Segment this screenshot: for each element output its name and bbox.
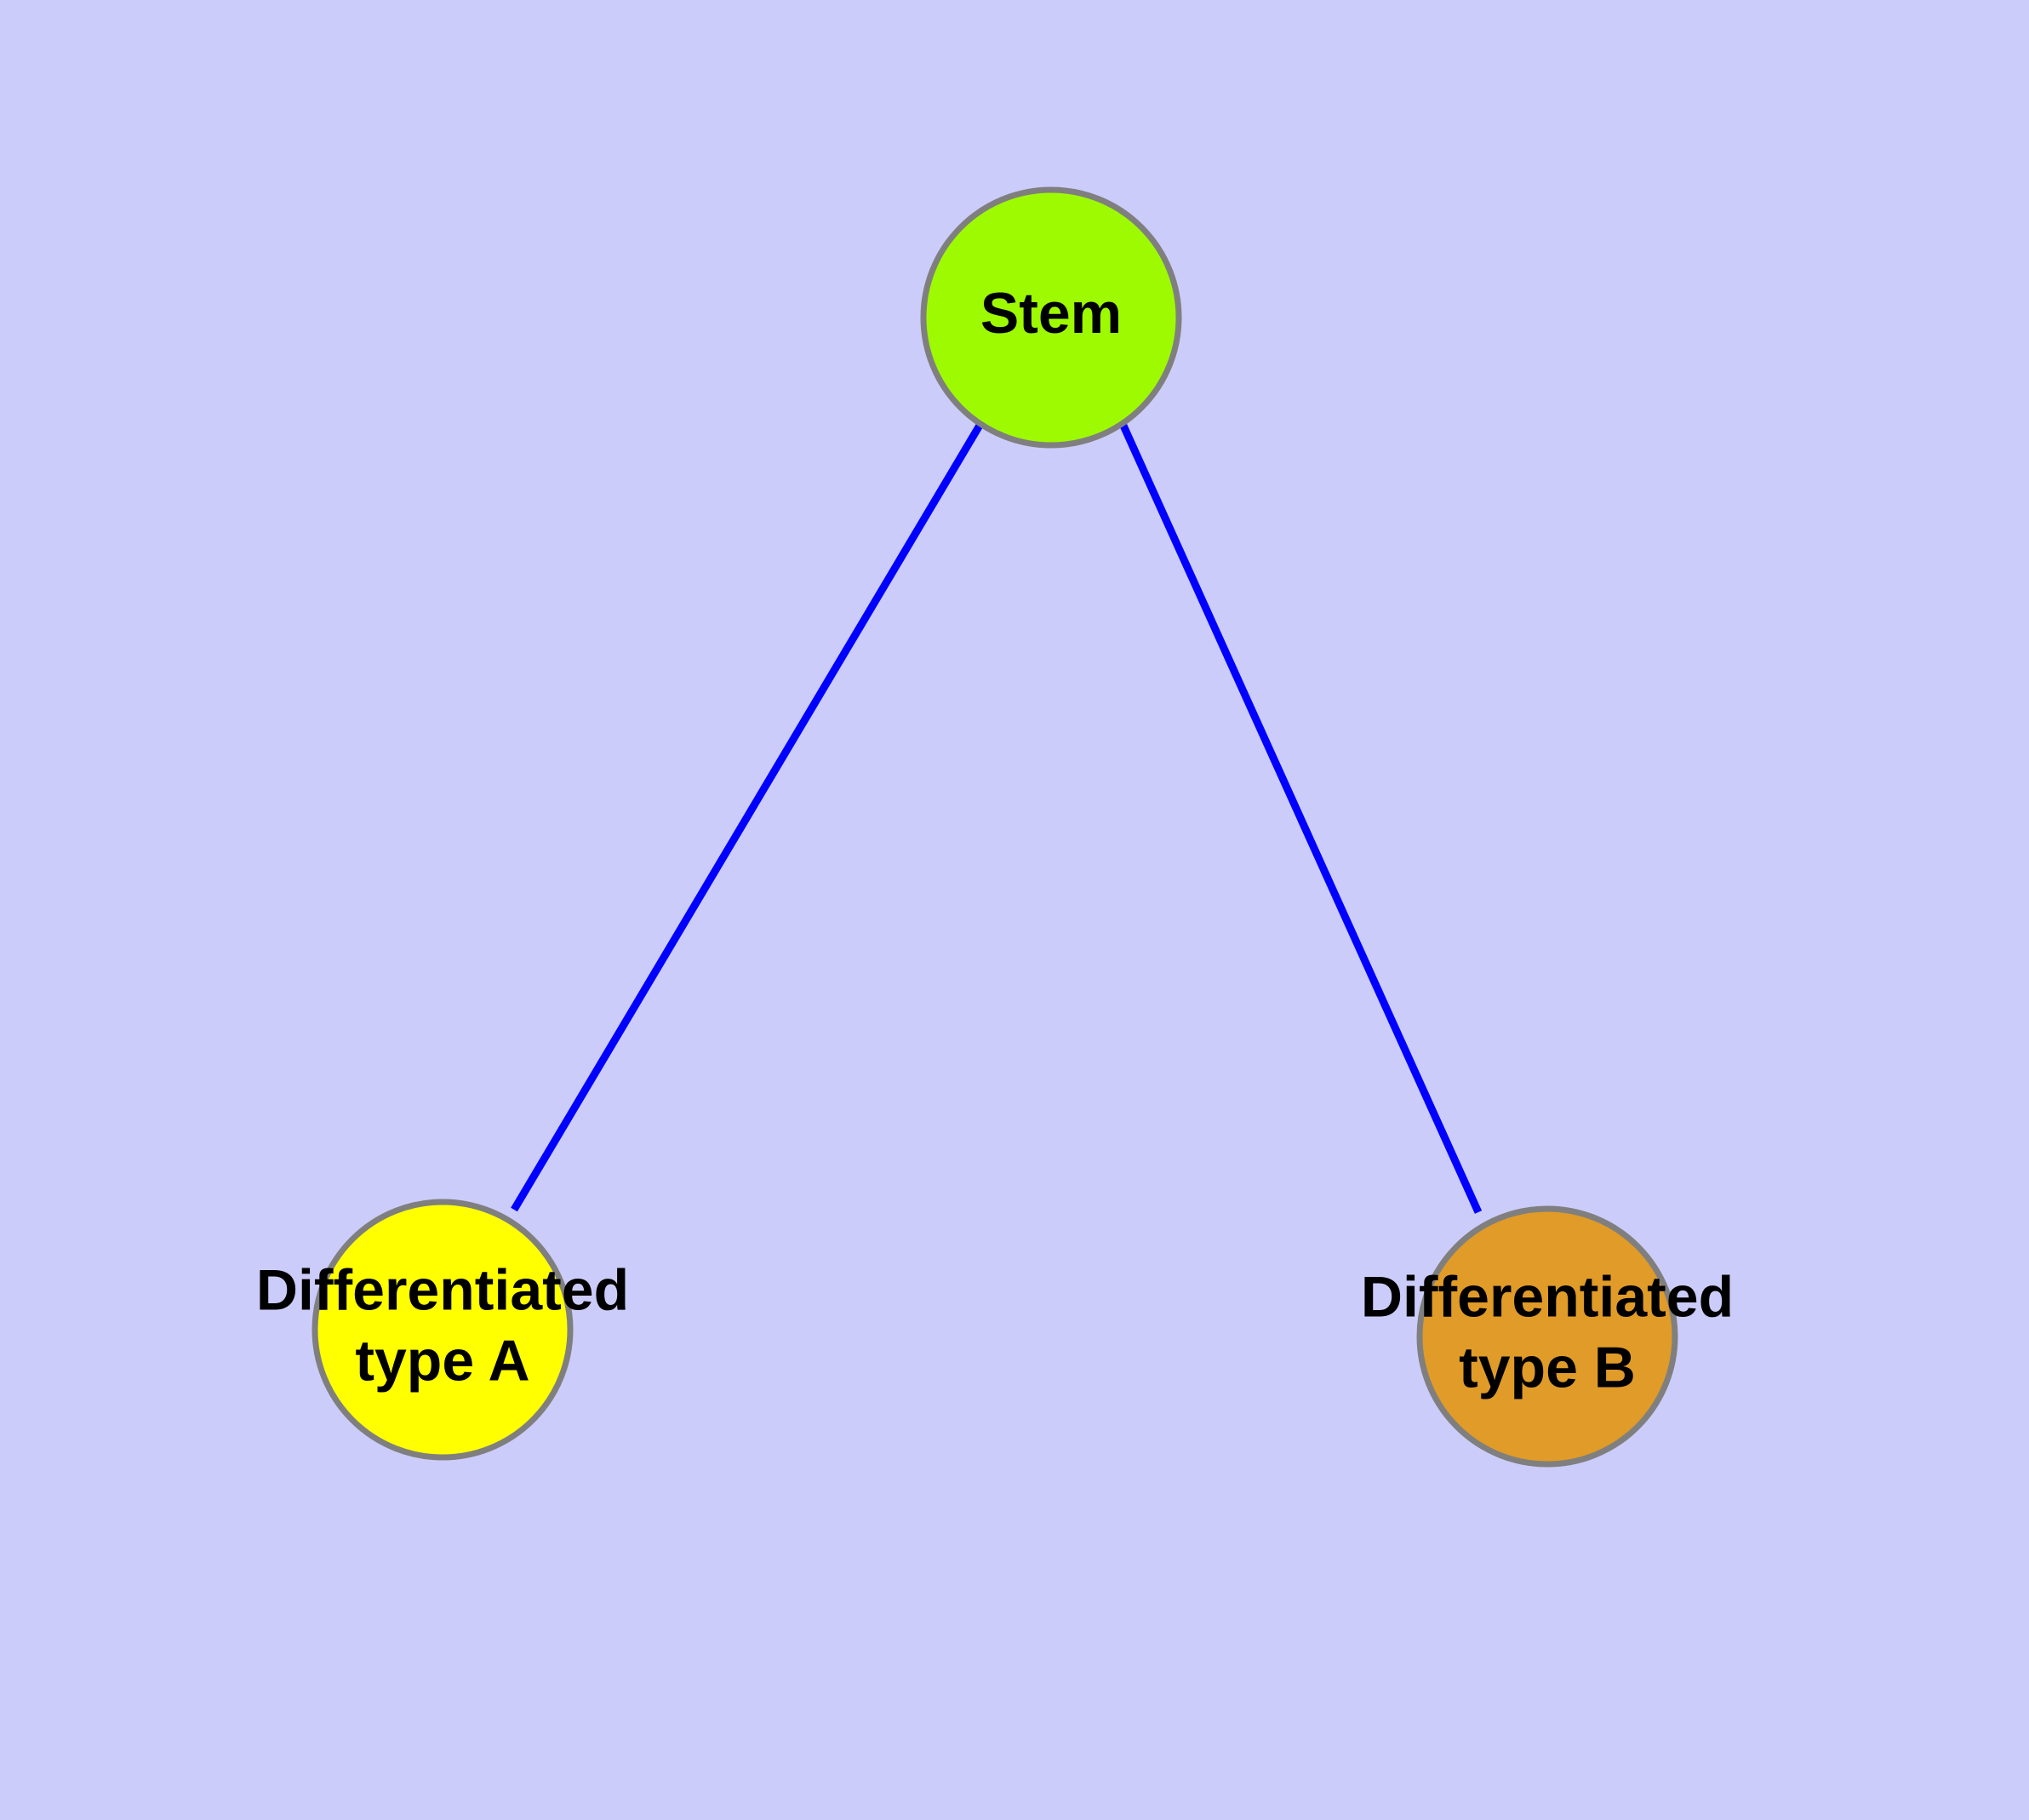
- node-label-line: Differentiated: [1361, 1264, 1734, 1329]
- node-label-line: Stem: [980, 281, 1122, 346]
- node-diff_b[interactable]: [1416, 1205, 1678, 1468]
- node-label-line: Differentiated: [256, 1257, 629, 1322]
- edge-stem-b[interactable]: [1119, 424, 1483, 1214]
- nodes-layer: [311, 186, 1678, 1468]
- edge-stem-a[interactable]: [511, 421, 984, 1212]
- edges-layer: [511, 421, 1483, 1214]
- node-label-line: type B: [1459, 1335, 1636, 1399]
- node-stem[interactable]: [920, 186, 1182, 449]
- node-diff_a[interactable]: [311, 1199, 574, 1461]
- node-label-line: type A: [355, 1328, 529, 1393]
- node-label-stem: Stem: [980, 281, 1122, 346]
